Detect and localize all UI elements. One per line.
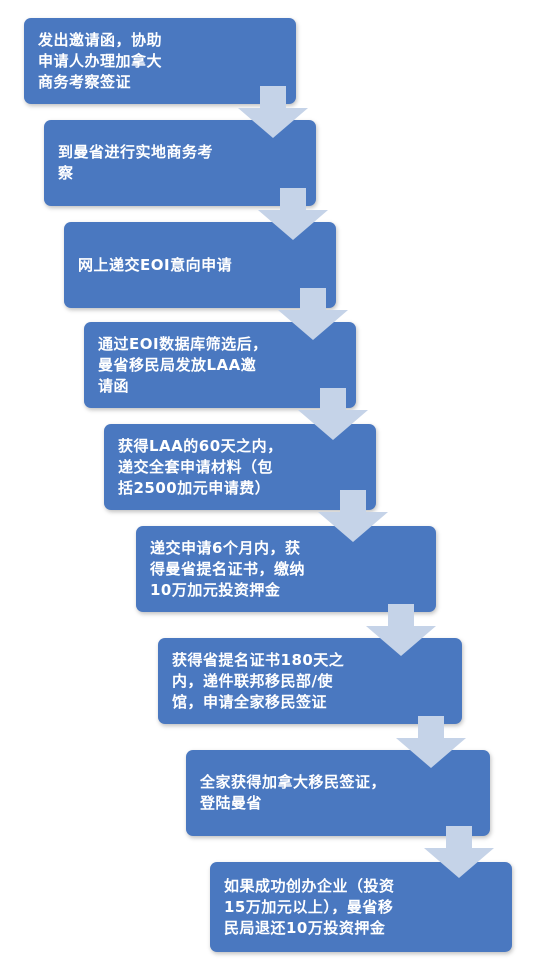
step-7-box: 获得省提名证书180天之 内，递件联邦移民部/使 馆，申请全家移民签证 — [158, 638, 462, 724]
step-7-text: 获得省提名证书180天之 内，递件联邦移民部/使 馆，申请全家移民签证 — [172, 650, 345, 711]
arrow-7-down-icon — [396, 716, 466, 768]
step-6-text: 递交申请6个月内，获 得曼省提名证书，缴纳 10万加元投资押金 — [150, 538, 306, 599]
step-5-text: 获得LAA的60天之内， 递交全套申请材料（包 括2500加元申请费） — [118, 436, 283, 497]
step-1-box: 发出邀请函，协助 申请人办理加拿大 商务考察签证 — [24, 18, 296, 104]
arrow-4-down-icon — [298, 388, 368, 440]
step-6-box: 递交申请6个月内，获 得曼省提名证书，缴纳 10万加元投资押金 — [136, 526, 436, 612]
step-1-text: 发出邀请函，协助 申请人办理加拿大 商务考察签证 — [38, 30, 163, 91]
step-5-box: 获得LAA的60天之内， 递交全套申请材料（包 括2500加元申请费） — [104, 424, 376, 510]
arrow-8-down-icon — [424, 826, 494, 878]
step-2-text: 到曼省进行实地商务考 察 — [58, 143, 214, 182]
step-4-text: 通过EOI数据库筛选后， 曼省移民局发放LAA邀 请函 — [98, 334, 268, 395]
step-8-box: 全家获得加拿大移民签证， 登陆曼省 — [186, 750, 490, 836]
arrow-3-down-icon — [278, 288, 348, 340]
arrow-2-down-icon — [258, 188, 328, 240]
arrow-6-down-icon — [366, 604, 436, 656]
step-9-box: 如果成功创办企业（投资 15万加元以上），曼省移 民局退还10万投资押金 — [210, 862, 512, 952]
step-3-text: 网上递交EOI意向申请 — [78, 255, 233, 274]
arrow-1-down-icon — [238, 86, 308, 138]
arrow-5-down-icon — [318, 490, 388, 542]
step-8-text: 全家获得加拿大移民签证， 登陆曼省 — [200, 773, 387, 812]
step-9-text: 如果成功创办企业（投资 15万加元以上），曼省移 民局退还10万投资押金 — [224, 876, 395, 937]
